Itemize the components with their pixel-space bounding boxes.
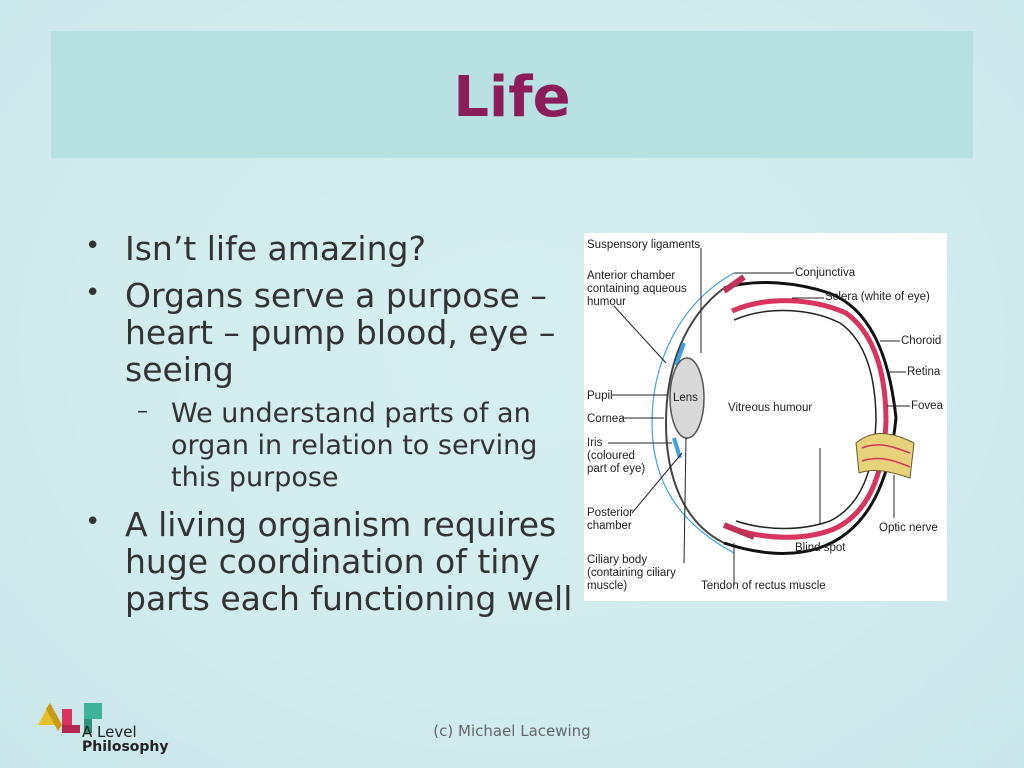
bullet-text: A living organism requires huge coordina… bbox=[125, 505, 573, 618]
bullet-icon: • bbox=[85, 231, 101, 261]
label-vitreous: Vitreous humour bbox=[728, 402, 812, 414]
label-fovea: Fovea bbox=[911, 400, 944, 412]
eye-diagram: Suspensory ligaments Anterior chamber co… bbox=[584, 233, 947, 601]
choroid-line bbox=[733, 309, 877, 530]
bullet-item: • A living organism requires huge coordi… bbox=[85, 506, 575, 617]
label-conjunctiva: Conjunctiva bbox=[795, 267, 856, 279]
optic-nerve bbox=[855, 433, 915, 479]
label-posterior-1: Posterior bbox=[587, 507, 633, 519]
cornea-line bbox=[664, 287, 725, 544]
lens bbox=[669, 357, 705, 439]
dash-icon: – bbox=[137, 399, 148, 424]
alp-logo-icon bbox=[38, 703, 102, 733]
bullet-item: • Isn’t life amazing? bbox=[85, 230, 575, 267]
label-ciliary-3: muscle) bbox=[587, 580, 627, 592]
bullet-list: • Isn’t life amazing? • Organs serve a p… bbox=[85, 230, 575, 627]
title-band bbox=[51, 31, 973, 158]
slide-title: Life bbox=[453, 65, 571, 130]
iris-top bbox=[674, 342, 686, 366]
label-anterior-1: Anterior chamber bbox=[587, 270, 675, 282]
optic-vessels bbox=[861, 444, 911, 468]
label-cornea: Cornea bbox=[587, 413, 625, 425]
label-tendon: Tendon of rectus muscle bbox=[701, 580, 826, 592]
label-choroid: Choroid bbox=[901, 335, 941, 347]
label-ciliary-1: Ciliary body bbox=[587, 554, 647, 566]
label-anterior-3: humour bbox=[587, 296, 626, 308]
retina-layer bbox=[731, 298, 889, 540]
label-blind-spot: Blind spot bbox=[795, 542, 846, 554]
tendon-top bbox=[722, 274, 746, 294]
conjunctiva-line bbox=[651, 272, 735, 554]
footer-copyright: (c) Michael Lacewing bbox=[433, 722, 591, 740]
bullet-icon: • bbox=[85, 507, 101, 537]
label-sclera: Sclera (white of eye) bbox=[825, 291, 930, 303]
sclera-outline bbox=[723, 281, 898, 555]
label-retina: Retina bbox=[907, 366, 941, 378]
sub-bullet-text: We understand parts of an organ in relat… bbox=[171, 398, 538, 493]
label-optic-nerve: Optic nerve bbox=[879, 522, 938, 534]
sub-bullet-item: – We understand parts of an organ in rel… bbox=[85, 398, 575, 494]
bullet-text: Isn’t life amazing? bbox=[125, 229, 426, 268]
iris-bottom bbox=[672, 437, 682, 459]
label-pupil: Pupil bbox=[587, 390, 613, 402]
tendon-bottom bbox=[722, 522, 756, 540]
label-iris-3: part of eye) bbox=[587, 463, 645, 475]
label-ciliary-2: (containing ciliary bbox=[587, 567, 676, 579]
logo-line1: A Level bbox=[82, 723, 137, 741]
eye-diagram-svg: Suspensory ligaments Anterior chamber co… bbox=[587, 239, 944, 592]
label-suspensory: Suspensory ligaments bbox=[587, 239, 700, 251]
label-iris-2: (coloured bbox=[587, 450, 635, 462]
label-posterior-2: chamber bbox=[587, 520, 632, 532]
label-iris-1: Iris bbox=[587, 437, 603, 449]
logo-line2: Philosophy bbox=[82, 739, 169, 755]
bullet-text: Organs serve a purpose – heart – pump bl… bbox=[125, 276, 556, 389]
label-anterior-2: containing aqueous bbox=[587, 283, 687, 295]
bullet-icon: • bbox=[85, 278, 101, 308]
bullet-item: • Organs serve a purpose – heart – pump … bbox=[85, 277, 575, 388]
label-lens: Lens bbox=[673, 392, 698, 404]
